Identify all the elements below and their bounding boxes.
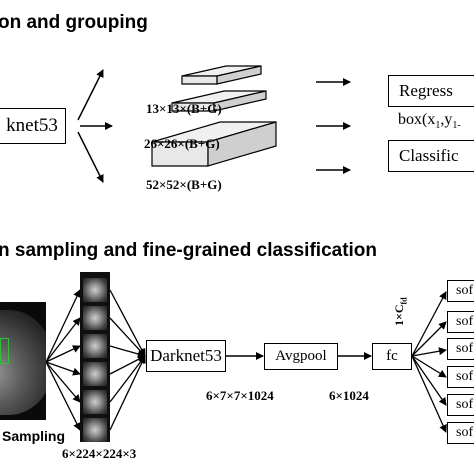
section-heading-detection: on and grouping bbox=[0, 12, 148, 33]
ultrasound-image bbox=[0, 302, 46, 420]
softmax-box: sof bbox=[447, 311, 474, 333]
darknet-dims: 6×7×7×1024 bbox=[206, 388, 274, 403]
darknet-box: Darknet53 bbox=[146, 340, 226, 372]
regress-box: Regress bbox=[388, 75, 474, 107]
backbone-box: knet53 bbox=[0, 108, 66, 144]
sampled-thumbnails bbox=[80, 272, 110, 442]
thumbnail bbox=[83, 306, 107, 330]
softmax-box: sof bbox=[447, 366, 474, 388]
softmax-box: sof bbox=[447, 422, 474, 444]
fc-output-dims: 1×Cfd bbox=[392, 297, 409, 326]
scale-label-26: 26×26×(B+G) bbox=[144, 136, 220, 151]
thumbnail bbox=[83, 390, 107, 414]
thumbnail-dims: 6×224×224×3 bbox=[62, 446, 137, 461]
section-heading-classification: n sampling and fine-grained classificati… bbox=[0, 240, 378, 261]
box-formula: box(x1,y1- bbox=[398, 111, 461, 132]
avgpool-label: Avgpool bbox=[275, 348, 327, 364]
softmax-box: sof bbox=[447, 394, 474, 416]
softmax-box: sof bbox=[447, 338, 474, 360]
backbone-label: knet53 bbox=[6, 115, 58, 136]
classific-box: Classific bbox=[388, 140, 474, 172]
avgpool-box: Avgpool bbox=[264, 343, 338, 370]
thumbnail bbox=[83, 418, 107, 442]
fan-arrow-up bbox=[77, 69, 104, 121]
avgpool-dims: 6×1024 bbox=[329, 388, 369, 403]
softmax-fan-arrows bbox=[411, 291, 447, 433]
thumbnail bbox=[83, 362, 107, 386]
sampling-fan-arrows bbox=[45, 289, 81, 431]
fan-arrow-down bbox=[77, 131, 104, 183]
softmax-box: sof bbox=[447, 280, 474, 302]
thumbnail bbox=[83, 334, 107, 358]
scale-label-13: 13×13×(B+G) bbox=[146, 101, 222, 116]
feature-plate-52 bbox=[151, 121, 277, 167]
regress-label: Regress bbox=[399, 81, 453, 100]
classific-label: Classific bbox=[399, 146, 459, 165]
darknet-label: Darknet53 bbox=[150, 346, 222, 365]
thumbnail bbox=[83, 278, 107, 302]
fc-label: fc bbox=[386, 348, 398, 364]
thumbnail-merge-arrows bbox=[109, 289, 146, 431]
sampling-label: Sampling bbox=[2, 428, 66, 444]
softmax-stack: sof sof sof sof sof sof bbox=[447, 280, 474, 468]
feature-plate-26 bbox=[171, 90, 267, 112]
scale-label-52: 52×52×(B+G) bbox=[146, 177, 222, 192]
fc-box: fc bbox=[372, 343, 412, 370]
roi-box bbox=[0, 338, 9, 364]
feature-plate-13 bbox=[181, 65, 262, 85]
